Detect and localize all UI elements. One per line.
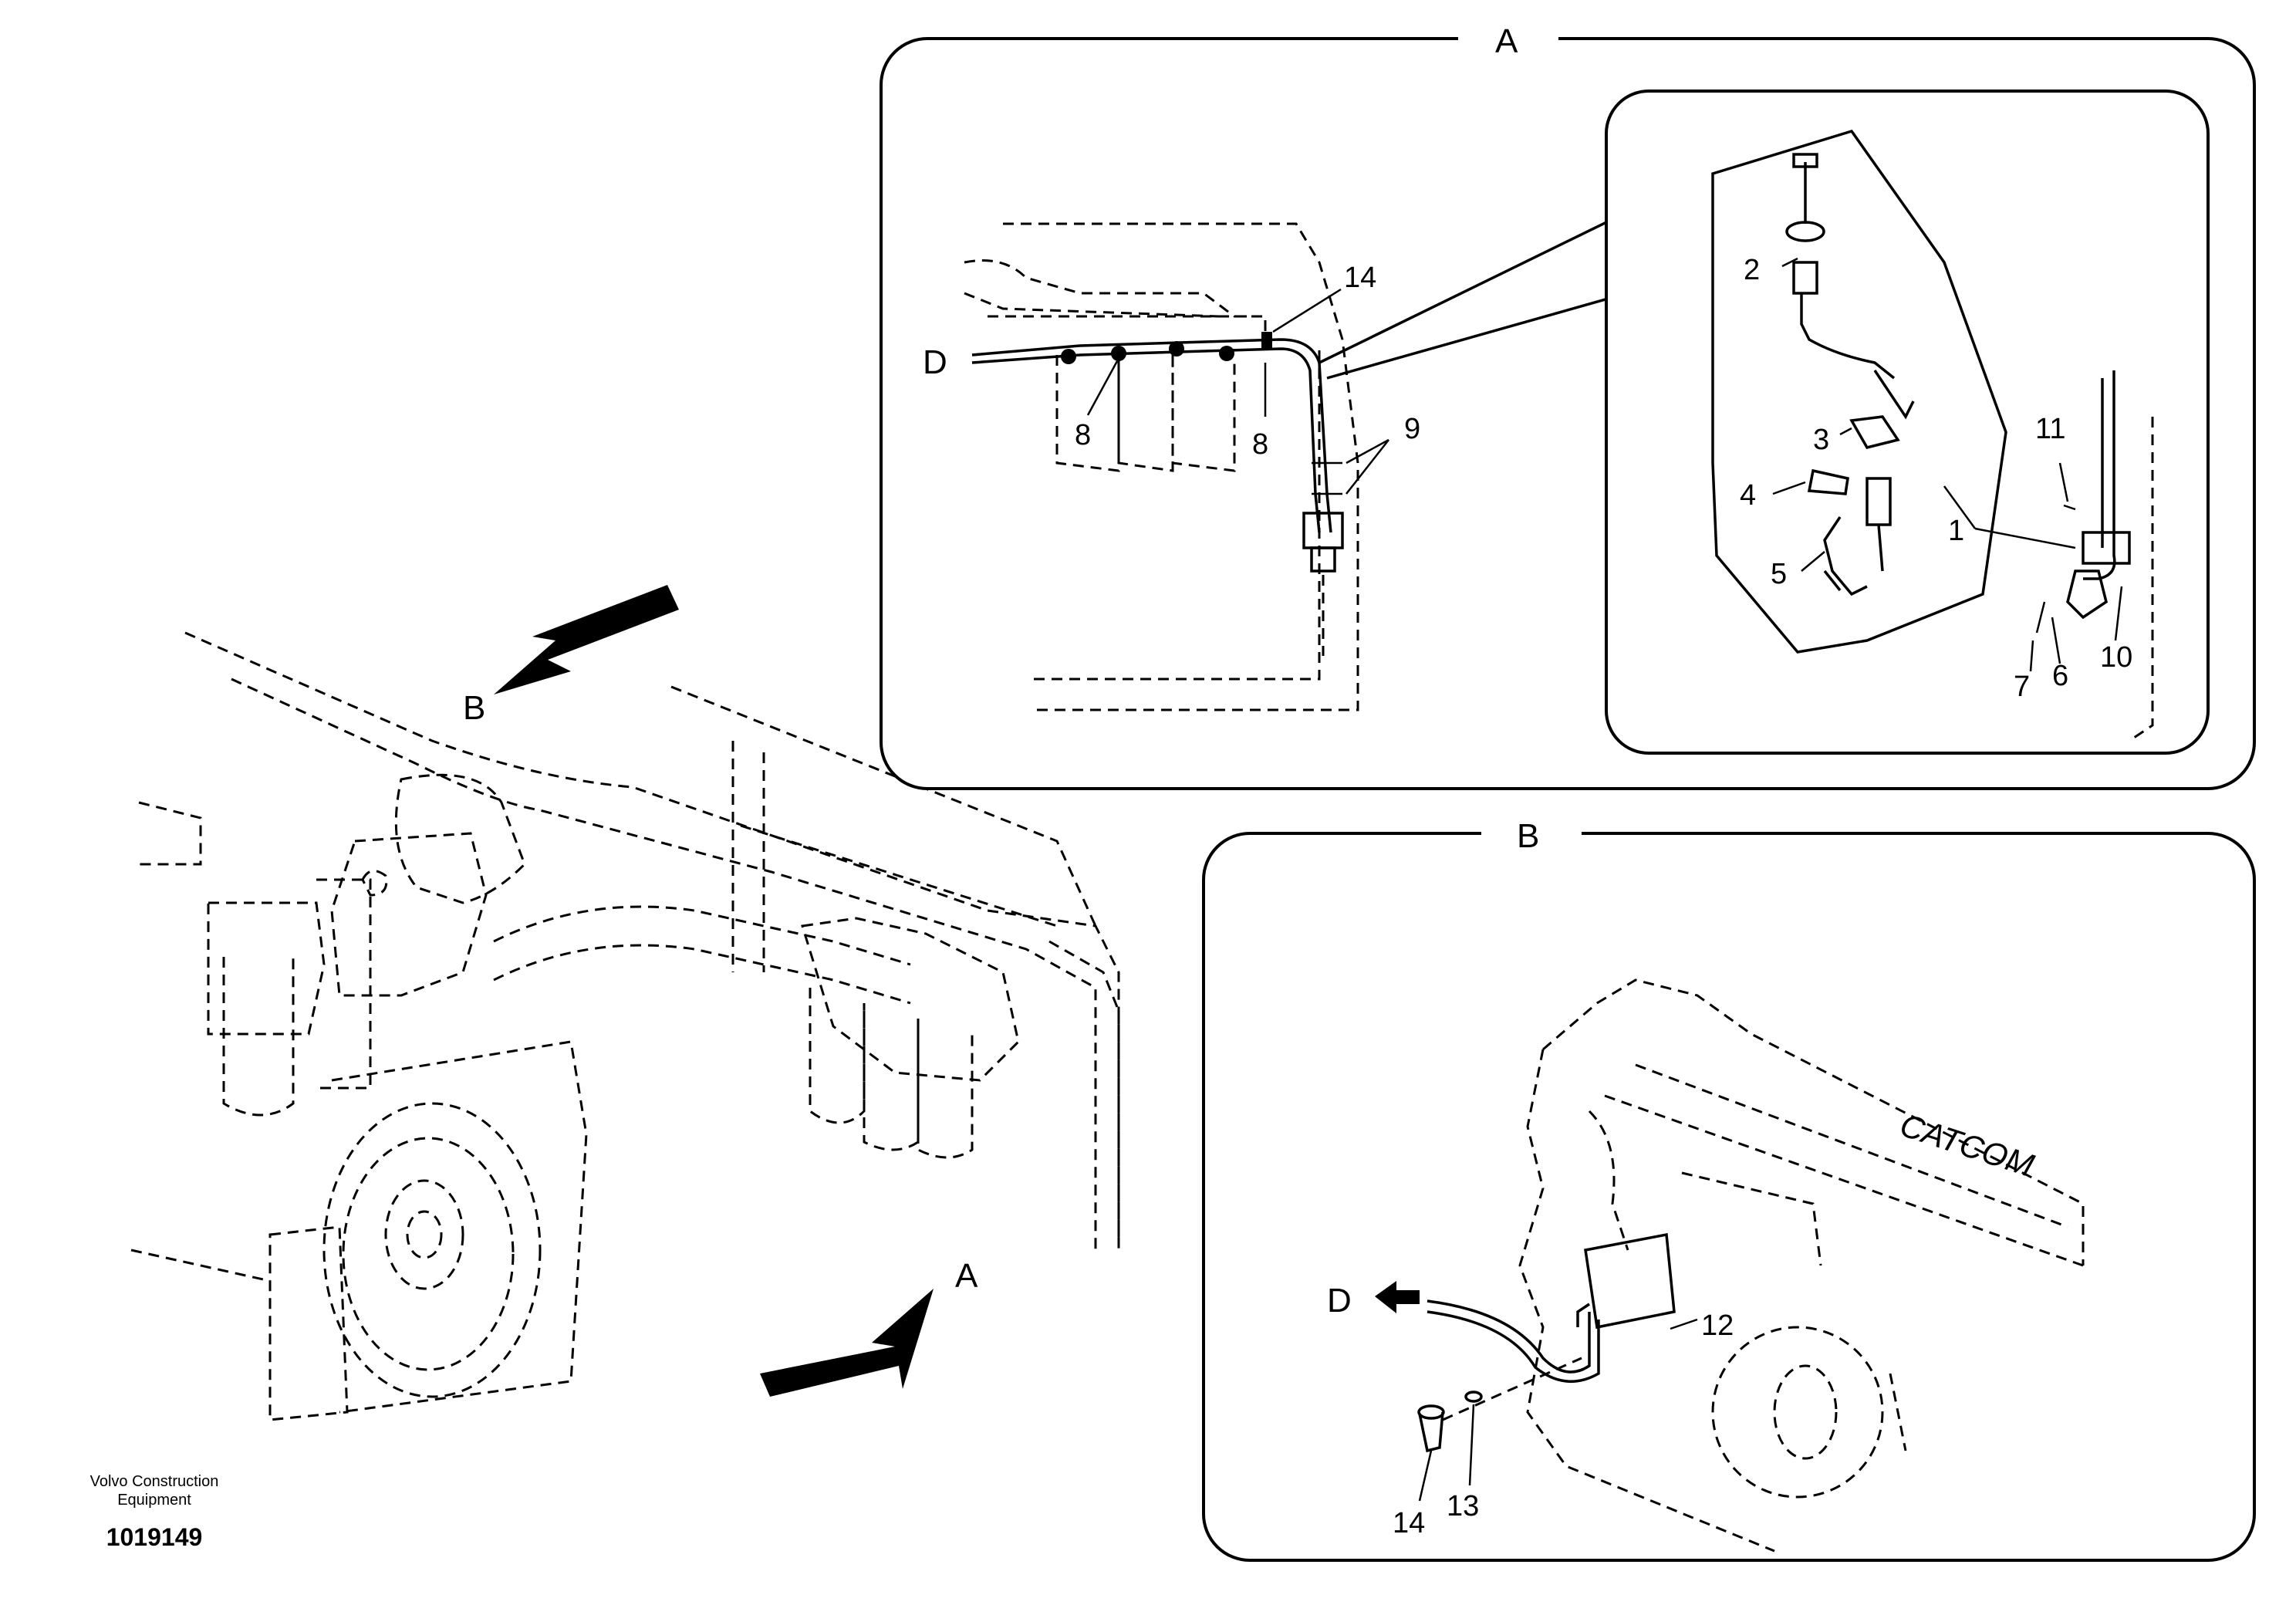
callout-1: 1: [1948, 515, 1964, 547]
callout-8-right: 8: [1252, 428, 1268, 461]
main-view-b-label: B: [463, 689, 485, 727]
main-engine-view: B A: [130, 585, 1120, 1421]
brand-line-2: Equipment: [117, 1492, 191, 1509]
callout-10: 10: [2100, 641, 2132, 674]
callout-13: 13: [1447, 1490, 1479, 1522]
callout-5: 5: [1771, 558, 1787, 590]
detail-a-panel: A D 14 8 8 9: [880, 15, 2256, 790]
callout-6: 6: [2052, 660, 2068, 692]
main-view-a-label: A: [955, 1257, 978, 1295]
callout-7: 7: [2014, 671, 2030, 703]
view-d-arrow: [1375, 1281, 1420, 1313]
callout-4: 4: [1740, 479, 1756, 512]
callout-11: 11: [2035, 413, 2065, 445]
callout-2: 2: [1744, 254, 1760, 286]
detail-b-title: B: [1517, 817, 1539, 855]
callout-14-a: 14: [1344, 262, 1376, 294]
detail-a-d-label: D: [923, 343, 947, 381]
detail-b-d-label: D: [1327, 1282, 1352, 1320]
callout-12: 12: [1701, 1309, 1734, 1342]
view-b-arrow: [494, 585, 679, 694]
detail-a-title: A: [1495, 22, 1518, 60]
brand-line-1: Volvo Construction: [89, 1473, 219, 1490]
view-a-arrow: [760, 1289, 934, 1397]
callout-9: 9: [1404, 413, 1420, 445]
detail-b-panel: B CATCOM D 12 14 13: [1202, 810, 2256, 1562]
callout-3: 3: [1813, 424, 1829, 456]
footer: Volvo Construction Equipment 1019149: [54, 1472, 255, 1552]
callout-8-left: 8: [1075, 419, 1091, 451]
document-number: 1019149: [106, 1523, 203, 1551]
callout-14-b: 14: [1393, 1507, 1425, 1539]
